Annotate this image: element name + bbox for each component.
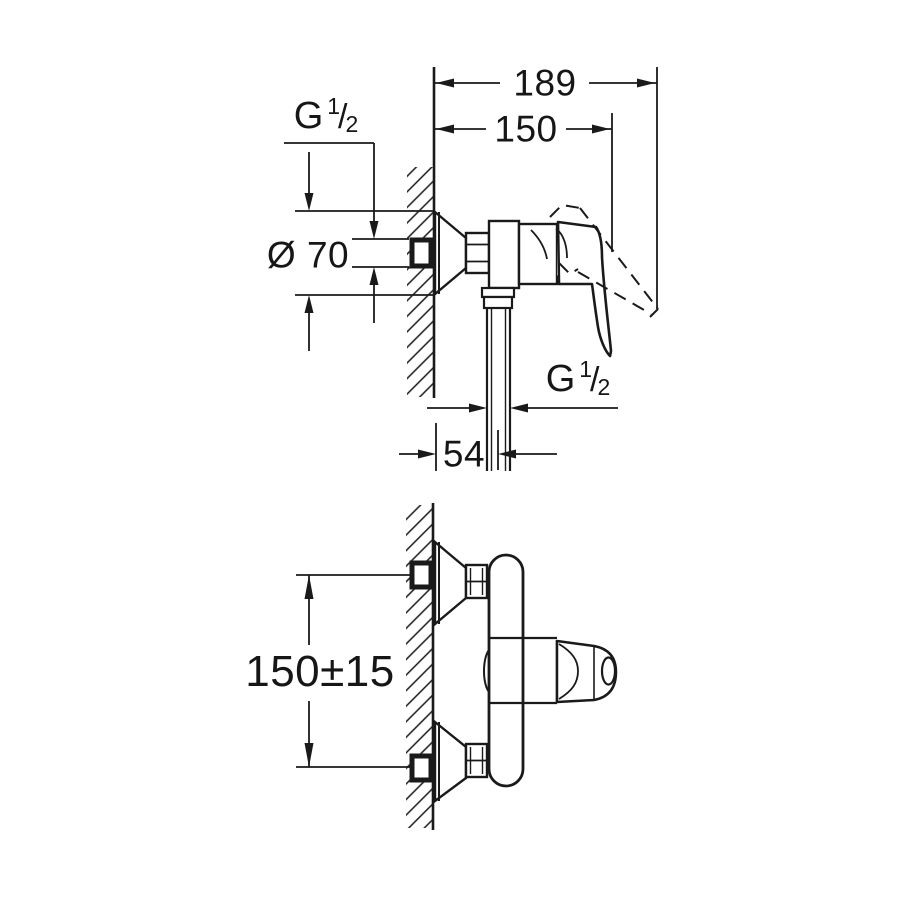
dimension-g12-hose: [427, 403, 618, 413]
dome-edge-detail-2: [530, 229, 548, 260]
dimension-label-54: 54: [442, 433, 486, 475]
thread-denominator: 2: [345, 111, 359, 137]
shower-hose-connection: [480, 286, 516, 471]
lever-handle-side: [556, 220, 613, 358]
dome-edge-detail: [555, 228, 568, 259]
supply-square-union-upper: [409, 560, 434, 590]
dimension-label-dia70: Ø 70: [266, 234, 350, 276]
hex-union-nut-lower: [464, 742, 489, 779]
wall-section-side: [407, 67, 437, 471]
thread-slash: /: [338, 98, 348, 136]
handle-end-oval: [600, 656, 617, 686]
mixer-side-body: [409, 203, 659, 471]
dimension-label-189: 189: [513, 62, 577, 104]
hex-union-nut-side: [464, 231, 491, 275]
hex-union-nut-upper: [464, 563, 489, 600]
dimension-54: [399, 430, 557, 470]
mixer-front-body: [409, 539, 618, 804]
cartridge-housing: [487, 219, 521, 290]
supply-square-union-lower: [409, 753, 434, 783]
thread-letter: G: [293, 95, 324, 137]
thread-letter: G: [545, 358, 576, 400]
handle-dome-arc-front: [558, 643, 579, 700]
thread-denominator: 2: [597, 374, 611, 400]
dimension-label-150: 150: [494, 108, 558, 150]
dimension-150pm15: [296, 574, 410, 768]
dimension-label-150pm15: 150±15: [245, 647, 395, 696]
thread-slash: /: [590, 361, 600, 399]
lever-handle-raised-dashed: [549, 203, 659, 318]
supply-square-union-side: [409, 237, 434, 269]
thread-numerator: 1: [327, 93, 341, 119]
front-view: [296, 503, 618, 830]
thread-numerator: 1: [579, 356, 593, 382]
mixer-body-section: [517, 222, 559, 286]
capsule-body-front: [487, 553, 525, 788]
dimension-g12-wall: [284, 142, 409, 323]
dimension-dia70: [295, 152, 434, 351]
dimension-189: [434, 67, 658, 309]
dimension-150: [434, 113, 613, 252]
side-view: [284, 67, 659, 471]
